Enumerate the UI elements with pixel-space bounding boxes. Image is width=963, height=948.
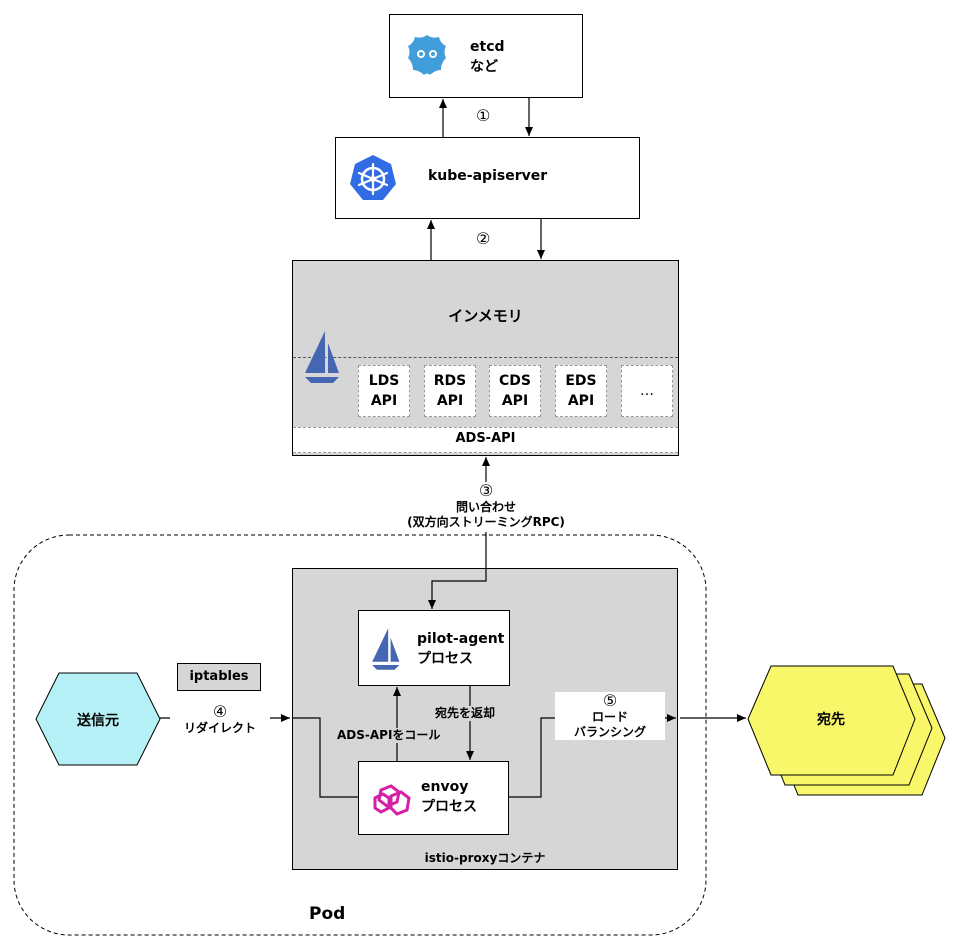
api-eds-line1: EDS xyxy=(565,373,597,389)
api-rds-line2: API xyxy=(436,393,464,409)
step4-label: ④ リダイレクト xyxy=(170,703,270,736)
istio-sail-icon xyxy=(305,331,339,383)
step4-line1: リダイレクト xyxy=(183,721,256,735)
destination-label: 宛先 xyxy=(817,712,845,728)
inner-route-redirect xyxy=(292,717,358,798)
etcd-line1: etcd xyxy=(470,39,505,55)
destination-hexagon-stack xyxy=(747,665,946,796)
ads-api-bar: ADS-API xyxy=(293,427,678,453)
step3-line2: (双方向ストリーミングRPC) xyxy=(407,515,565,529)
inmemory-divider xyxy=(293,357,678,358)
ads-api-label: ADS-API xyxy=(455,431,516,446)
pilot-agent-line2: プロセス xyxy=(417,651,473,667)
step5-num: ⑤ xyxy=(602,691,618,710)
inmemory-box: インメモリ ADS-API xyxy=(292,260,679,456)
inmemory-label: インメモリ xyxy=(448,307,523,325)
pilot-agent-box: pilot-agent プロセス xyxy=(358,610,510,686)
etcd-icon xyxy=(408,35,446,75)
step5-line1: ロード xyxy=(591,710,628,724)
api-box-more: … xyxy=(621,365,673,417)
api-lds-line2: API xyxy=(370,393,398,409)
pilot-agent-line1: pilot-agent xyxy=(417,631,505,647)
step3-num: ③ xyxy=(478,481,494,500)
step2-label: ② xyxy=(476,229,491,248)
envoy-line2: プロセス xyxy=(421,799,477,815)
inner-arrow-query-down xyxy=(428,568,487,609)
iptables-box: iptables xyxy=(177,663,261,691)
call-ads-label: ADS-APIをコール xyxy=(335,728,443,743)
api-more-line1: … xyxy=(640,383,654,399)
envoy-box: envoy プロセス xyxy=(358,761,509,835)
step5-label: ⑤ ロード バランシング xyxy=(555,692,665,740)
etcd-box: etcd など xyxy=(389,14,583,98)
kube-apiserver-box: kube-apiserver xyxy=(335,137,640,219)
api-box-eds: EDS API xyxy=(555,365,607,417)
pod-boundary xyxy=(13,534,707,936)
source-hexagon xyxy=(35,672,161,766)
kubernetes-icon xyxy=(350,155,396,200)
api-box-lds: LDS API xyxy=(358,365,410,417)
step5-line2: バランシング xyxy=(573,725,646,739)
step1-label: ① xyxy=(476,106,491,125)
istio-sail-icon xyxy=(372,628,400,670)
api-rds-line1: RDS xyxy=(433,373,467,389)
step3-label: ③ 問い合わせ (双方向ストリーミングRPC) xyxy=(376,482,596,530)
envoy-line1: envoy xyxy=(421,779,469,795)
api-box-cds: CDS API xyxy=(489,365,541,417)
pod-label: Pod xyxy=(309,904,346,924)
api-box-rds: RDS API xyxy=(424,365,476,417)
api-cds-line1: CDS xyxy=(499,373,531,389)
istio-proxy-label: istio-proxyコンテナ xyxy=(424,851,546,865)
kube-apiserver-label: kube-apiserver xyxy=(428,168,548,184)
etcd-line2: など xyxy=(470,59,498,75)
return-dest-label: 宛先を返却 xyxy=(433,706,498,721)
api-eds-line2: API xyxy=(567,393,595,409)
iptables-label: iptables xyxy=(189,669,249,684)
api-lds-line1: LDS xyxy=(368,373,400,389)
step3-line1: 問い合わせ xyxy=(455,500,516,514)
step4-num: ④ xyxy=(212,702,228,721)
api-cds-line2: API xyxy=(501,393,529,409)
envoy-icon xyxy=(373,784,411,816)
source-label: 送信元 xyxy=(77,713,119,729)
